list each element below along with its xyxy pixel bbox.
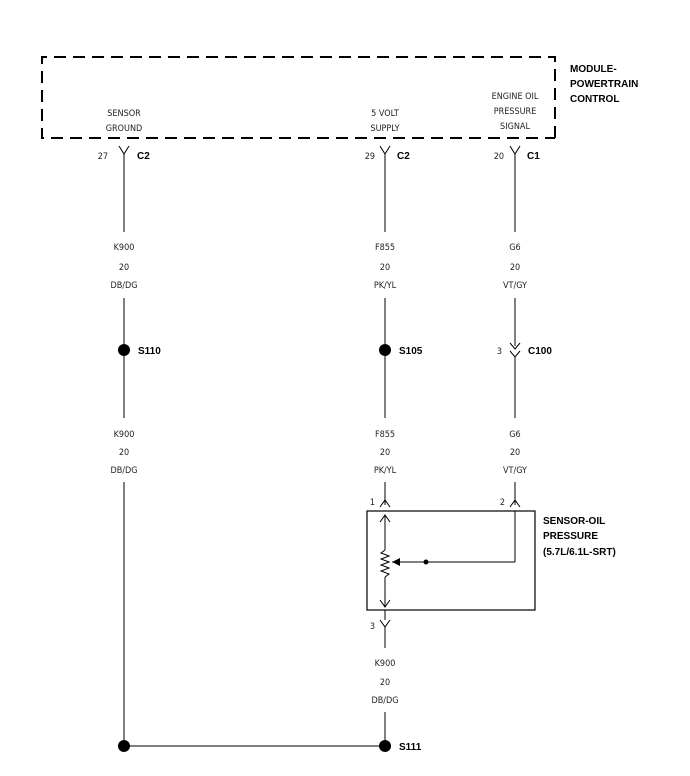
sensor-pin-2: 2 [500,498,505,508]
signal-label-line-2: PRESSURE [494,107,537,117]
connector-fork-icon [509,499,521,508]
supply-wire: F855 20 PK/YL S105 F855 20 PK/YL [374,154,423,505]
sensor-ground-circuit: K900 [375,659,396,669]
c100-pin-number: 3 [497,347,502,357]
signal-lower-color: VT/GY [503,466,527,476]
sensor-body [366,510,536,611]
supply-label-line-1: 5 VOLT [371,109,399,119]
signal-label-line-3: SIGNAL [500,122,530,132]
signal-upper-gauge: 20 [510,263,520,273]
supply-label-line-2: SUPPLY [370,124,399,134]
supply-lower-gauge: 20 [380,448,390,458]
module-title-line-1: MODULE- [570,64,617,75]
sensor-title-line-1: SENSOR-OIL [543,516,605,527]
module-connector-signal: 20 C1 [494,145,540,162]
ground-connector-name: C2 [137,151,150,162]
signal-lower-circuit: G6 [509,430,520,440]
supply-upper-gauge: 20 [380,263,390,273]
supply-upper-circuit: F855 [375,243,395,253]
supply-lower-color: PK/YL [374,466,397,476]
sensor-ground-label-line-1: SENSOR [107,109,141,119]
supply-lower-circuit: F855 [375,430,395,440]
module-connector-supply: 29 C2 [365,145,410,162]
supply-connector-name: C2 [397,151,410,162]
signal-connector-name: C1 [527,151,540,162]
connector-fork-icon [379,145,391,155]
supply-upper-color: PK/YL [374,281,397,291]
sensor-pin-3: 3 [370,622,375,632]
sensor-ground-label-line-2: GROUND [106,124,143,134]
ground-mid-color: DB/DG [110,466,137,476]
sensor-connector-top: 1 2 [370,498,521,508]
oil-pressure-sensor: SENSOR-OIL PRESSURE (5.7L/6.1L-SRT) [366,510,616,611]
module-pin-labels: SENSOR GROUND 5 VOLT SUPPLY ENGINE OIL P… [106,92,539,134]
supply-pin-number: 29 [365,152,375,162]
ground-pin-number: 27 [98,152,108,162]
sensor-ground-connector: 3 K900 20 DB/DG [370,610,399,746]
ground-upper-circuit: K900 [114,243,135,253]
module-title-line-3: CONTROL [570,94,619,105]
splice-s105-dot [379,344,391,356]
splice-s111-label: S111 [399,742,422,753]
sensor-pin-1: 1 [370,498,375,508]
signal-upper-color: VT/GY [503,281,527,291]
signal-lower-gauge: 20 [510,448,520,458]
powertrain-control-module: MODULE- POWERTRAIN CONTROL [41,56,638,139]
ground-upper-color: DB/DG [110,281,137,291]
signal-label-line-1: ENGINE OIL [492,92,539,102]
c100-female-icon [509,342,521,350]
sensor-title-line-2: PRESSURE [543,531,598,542]
signal-pin-number: 20 [494,152,504,162]
connector-fork-icon [509,145,521,155]
splice-s111: S111 [118,740,422,753]
connector-fork-icon [118,145,130,155]
ground-upper-gauge: 20 [119,263,129,273]
module-title-line-2: POWERTRAIN [570,79,638,90]
wiper-arrow-icon [392,558,400,566]
signal-wire: G6 20 VT/GY 3 C100 G6 20 VT/GY [497,154,552,505]
c100-label: C100 [528,346,552,357]
sensor-ground-color: DB/DG [371,696,398,706]
splice-s110-dot [118,344,130,356]
splice-s110-label: S110 [138,346,161,357]
sensor-title-line-3: (5.7L/6.1L-SRT) [543,547,616,558]
signal-upper-circuit: G6 [509,243,520,253]
splice-s105-label: S105 [399,346,423,357]
ground-mid-circuit: K900 [114,430,135,440]
connector-fork-icon [379,619,391,628]
connector-fork-icon [379,499,391,508]
c100-male-icon [509,350,521,358]
ground-wire: K900 20 DB/DG S110 K900 20 DB/DG [110,154,161,746]
ground-mid-gauge: 20 [119,448,129,458]
resistor-icon [379,549,391,578]
sensor-ground-gauge: 20 [380,678,390,688]
